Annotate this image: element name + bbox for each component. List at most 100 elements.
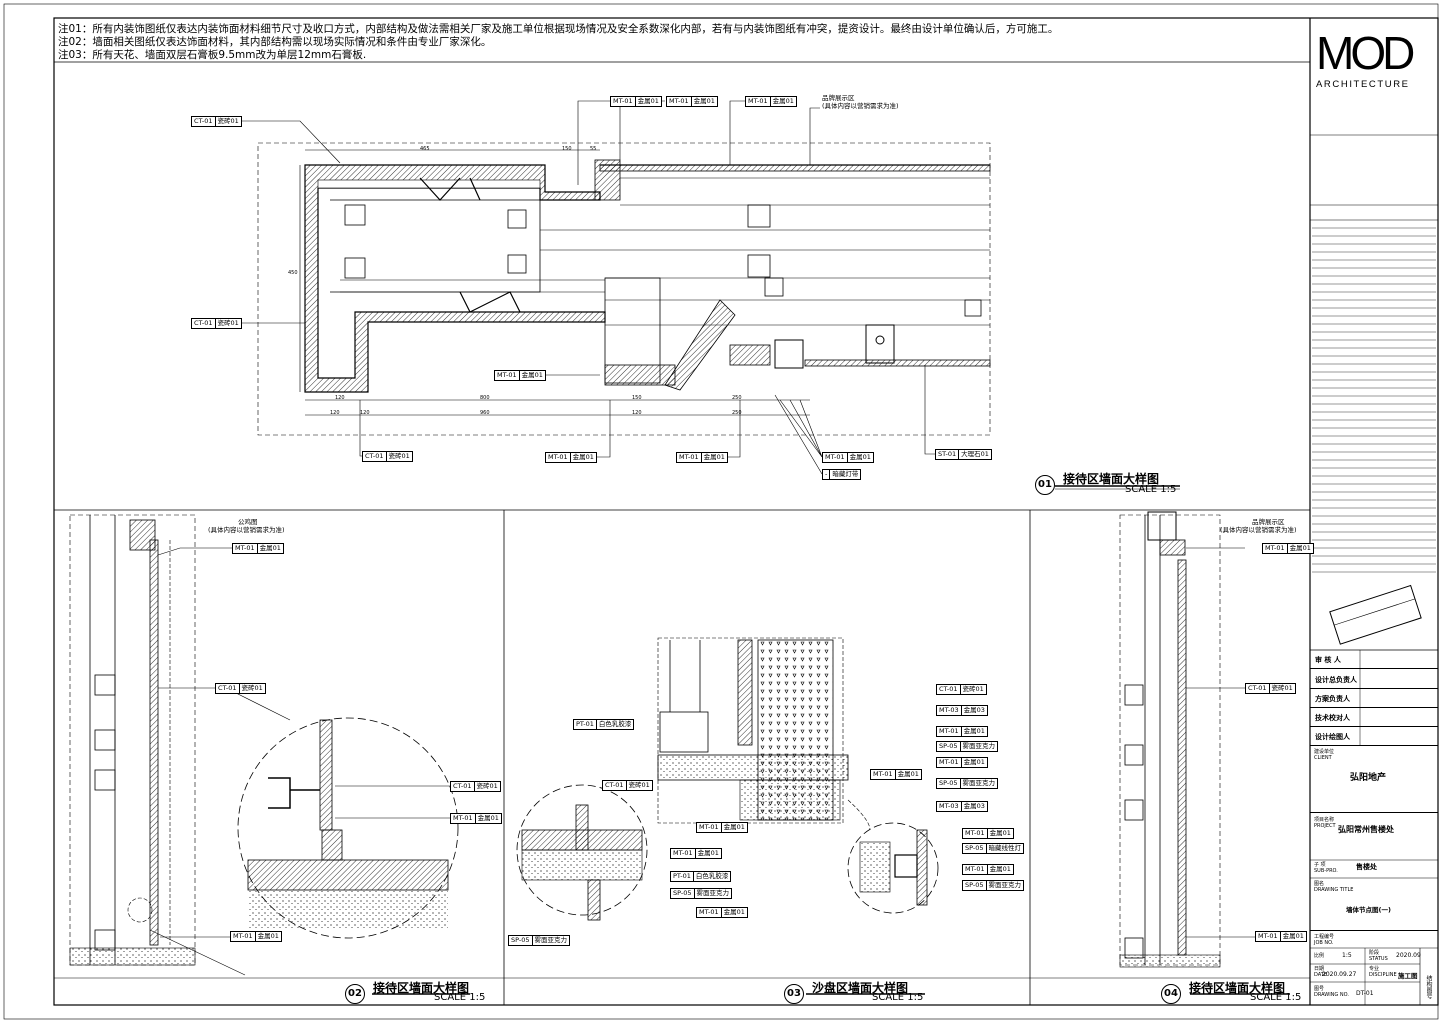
brand-display-label: 品牌展示区(具体内容以营销需求为准): [822, 94, 899, 110]
tb-tech: 技术校对人: [1315, 714, 1350, 722]
drawing-number-01: 01: [1035, 475, 1055, 495]
tb-drawing-title: 墙体节点图(一): [1346, 906, 1391, 914]
tb-design-lead: 设计总负责人: [1315, 676, 1357, 684]
tb-client: 弘阳地产: [1350, 773, 1387, 783]
tb-rule-7: [1310, 930, 1438, 931]
drawing-title-04: 接待区墙面大样图: [1189, 981, 1286, 995]
dim-c5: 250: [732, 410, 742, 416]
dim-55: 55: [590, 146, 597, 152]
tb-side-mark: 结构图号: [1425, 975, 1432, 999]
logo-architecture: ARCHITECTURE: [1316, 79, 1410, 90]
tb-rule-6: [1310, 812, 1438, 813]
note-2: 注02：墙面相关图纸仅表达饰面材料，其内部结构需以现场实际情况和条件由专业厂家深…: [58, 36, 492, 48]
tb-drawing-no-label: 图号 DRAWING NO.: [1314, 986, 1349, 998]
tb-drafter: 设计绘图人: [1315, 733, 1350, 741]
d2-label: 公鸡图(具体内容以营销需求为准): [208, 518, 285, 534]
drawing-title-01: 接待区墙面大样图: [1063, 472, 1160, 486]
tb-client-label: 建设单位 CLIENT: [1314, 749, 1335, 761]
tb-date: 2020.09.27: [1322, 971, 1357, 978]
dim-b3: 150: [632, 395, 642, 401]
tb-rule-5: [1310, 745, 1438, 746]
tb-date-label: 日期 DATE: [1314, 966, 1328, 978]
drawing-number-03: 03: [784, 984, 804, 1004]
dim-b4: 250: [732, 395, 742, 401]
tb-rule-4: [1310, 726, 1438, 727]
dim-c4: 120: [632, 410, 642, 416]
tb-rule-1: [1310, 668, 1438, 669]
dim-c1: 120: [330, 410, 340, 416]
tag-led-strip: -暗藏灯带: [822, 469, 862, 480]
drawing-scale-02: SCALE 1:5: [434, 992, 486, 1003]
d4-label: 品牌展示区(具体内容以营销需求为准): [1220, 518, 1297, 534]
drawing-scale-04: SCALE 1:5: [1250, 992, 1302, 1003]
tb-audit: 审 核 人: [1315, 656, 1341, 664]
dim-b2: 800: [480, 395, 490, 401]
tb-rule-2: [1310, 688, 1438, 689]
note-1: 注01：所有内装饰图纸仅表达内装饰面材料细节尺寸及收口方式，内部结构及做法需相关…: [58, 23, 1059, 35]
tb-scale-label: 比例: [1314, 953, 1325, 959]
tb-scale: 1:5: [1342, 952, 1352, 959]
drawing-title-03: 沙盘区墙面大样图: [812, 981, 909, 995]
logo-mod: MOD: [1316, 27, 1415, 79]
tb-status-label: 阶段 STATUS: [1369, 950, 1388, 962]
tb-discipline: 施工图: [1398, 972, 1418, 980]
tb-rule-3: [1310, 707, 1438, 708]
drawing-title-02: 接待区墙面大样图: [373, 981, 470, 995]
tb-project: 弘阳常州售楼处: [1338, 825, 1394, 834]
tb-discipline-label: 专业 DISCIPLINE: [1369, 966, 1397, 978]
dim-b1: 120: [335, 395, 345, 401]
tb-project-lead: 方案负责人: [1315, 695, 1350, 703]
dim-465: 465: [420, 146, 430, 152]
tb-drawing-title-label: 图名 DRAWING TITLE: [1314, 881, 1354, 893]
drawing-number-04: 04: [1161, 984, 1181, 1004]
dim-c3: 960: [480, 410, 490, 416]
note-3: 注03：所有天花、墙面双层石膏板9.5mm改为单层12mm石膏板.: [58, 49, 367, 61]
dim-150: 150: [562, 146, 572, 152]
dim-left: 450: [288, 270, 298, 276]
tb-project-label: 项目名称 PROJECT: [1314, 817, 1336, 829]
tb-subproject-label: 子 项 SUB-PRO.: [1314, 862, 1338, 874]
drawing-scale-03: SCALE 1:5: [872, 992, 924, 1003]
tb-date-top: 2020.09: [1396, 952, 1421, 959]
tb-drawing-no: DT-01: [1356, 990, 1374, 997]
drawing-number-02: 02: [345, 984, 365, 1004]
dim-c2: 120: [360, 410, 370, 416]
drawing-scale-01: SCALE 1:5: [1125, 484, 1177, 495]
